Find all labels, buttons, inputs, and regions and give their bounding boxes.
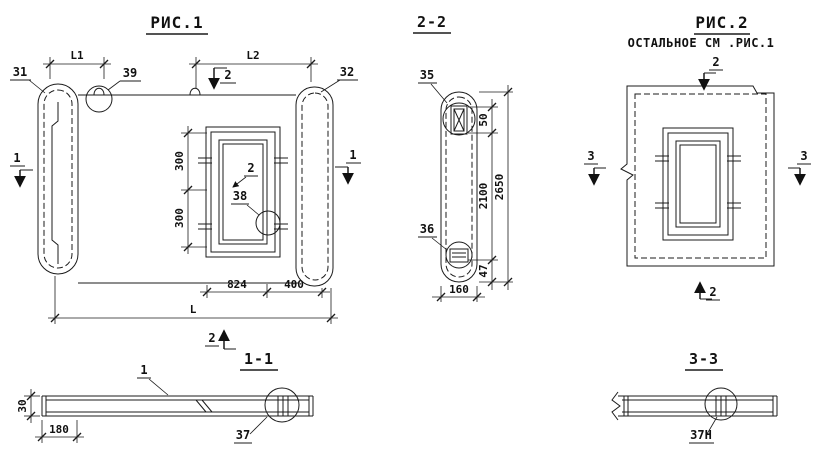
dim-400-label: 400 xyxy=(284,278,304,291)
fig2-note: ОСТАЛЬНОЕ СМ .РИС.1 xyxy=(628,36,775,50)
section-1-1-dimensions: 30 180 xyxy=(16,389,84,443)
section-1-1-callouts: 1 37 xyxy=(137,363,268,444)
section-3-3-view: 3-3 37Н xyxy=(611,350,778,444)
section-1-1-title: 1-1 xyxy=(244,350,274,368)
fig2-title: РИС.2 xyxy=(695,13,748,32)
break-line xyxy=(611,391,621,421)
dim-l-label: L xyxy=(190,303,197,316)
dim-2650-label: 2650 xyxy=(493,174,506,201)
callout-37n-label: 37Н xyxy=(690,428,712,442)
dim-l2-label: L2 xyxy=(246,49,259,62)
lifting-loop xyxy=(93,87,105,96)
dim-300-lower-label: 300 xyxy=(173,208,186,228)
fig2-section-2-top-label: 2 xyxy=(712,55,719,69)
fig2-panel-outline xyxy=(620,85,775,267)
dim-300-upper-label: 300 xyxy=(173,151,186,171)
fig1-callouts: 31 39 32 38 xyxy=(10,65,358,216)
section-3-3-callouts: 37Н xyxy=(689,416,718,444)
callout-1-label: 1 xyxy=(140,363,147,377)
dim-824-label: 824 xyxy=(227,278,247,291)
dim-2100-label: 2100 xyxy=(477,183,490,210)
dim-160-label: 160 xyxy=(449,283,469,296)
fig2-section-3-right-label: 3 xyxy=(800,149,807,163)
section-2-2-dimensions: 50 2100 47 2650 160 xyxy=(432,85,513,302)
dim-47-label: 47 xyxy=(477,264,490,277)
dim-50-label: 50 xyxy=(477,113,490,126)
callout-37-label: 37 xyxy=(236,428,250,442)
fig1-panel-outline xyxy=(78,87,298,284)
callout-circle-36 xyxy=(445,241,473,269)
fig1-right-end-element xyxy=(295,86,334,287)
fig2-opening-frame xyxy=(655,127,741,241)
callout-39-label: 39 xyxy=(123,66,137,80)
section-2-top-label: 2 xyxy=(224,68,231,82)
callout-32-label: 32 xyxy=(340,65,354,79)
section-2-2-callouts: 35 36 xyxy=(418,68,448,251)
fig2-section-markers: 2 2 3 3 xyxy=(584,55,811,301)
fig1-opening-frame xyxy=(198,126,288,258)
section-3-3-body xyxy=(611,391,778,421)
callout-circle-38 xyxy=(255,210,281,236)
fig2-view: РИС.2 ОСТАЛЬНОЕ СМ .РИС.1 2 2 3 xyxy=(584,13,811,301)
fig1-title: РИС.1 xyxy=(150,13,203,32)
callout-38-label: 38 xyxy=(233,189,247,203)
section-2-inner-label: 2 xyxy=(247,161,254,175)
fig1-dimensions: L1 L2 300 300 824 400 L xyxy=(43,49,338,324)
dim-l1-label: L1 xyxy=(70,49,84,62)
section-3-3-title: 3-3 xyxy=(689,350,719,368)
dim-180-label: 180 xyxy=(49,423,69,436)
fig2-section-2-bottom-label: 2 xyxy=(709,285,716,299)
fig1-view: РИС.1 xyxy=(10,13,361,350)
section-1-left-label: 1 xyxy=(13,151,20,165)
section-2-2-body xyxy=(440,91,478,283)
dim-30-label: 30 xyxy=(16,399,29,412)
fig1-left-end-element xyxy=(37,83,79,275)
section-1-1-body xyxy=(41,395,314,417)
fig1-section-markers: 2 1 1 2 2 xyxy=(10,67,361,350)
section-2-bottom-label: 2 xyxy=(208,331,215,345)
callout-31-label: 31 xyxy=(13,65,27,79)
section-2-2-view: 2-2 35 36 xyxy=(413,13,513,302)
callout-circle-35 xyxy=(442,102,476,136)
callout-36-label: 36 xyxy=(420,222,434,236)
callout-35-label: 35 xyxy=(420,68,434,82)
section-1-right-label: 1 xyxy=(349,148,356,162)
callout-circle-37 xyxy=(264,387,300,423)
callout-circle-39 xyxy=(85,85,113,113)
callout-circle-37n xyxy=(704,387,738,421)
section-1-1-view: 1-1 1 37 30 180 xyxy=(16,350,314,444)
section-2-2-title: 2-2 xyxy=(417,13,447,31)
lifting-loop xyxy=(189,87,201,96)
fig2-section-3-left-label: 3 xyxy=(587,149,594,163)
